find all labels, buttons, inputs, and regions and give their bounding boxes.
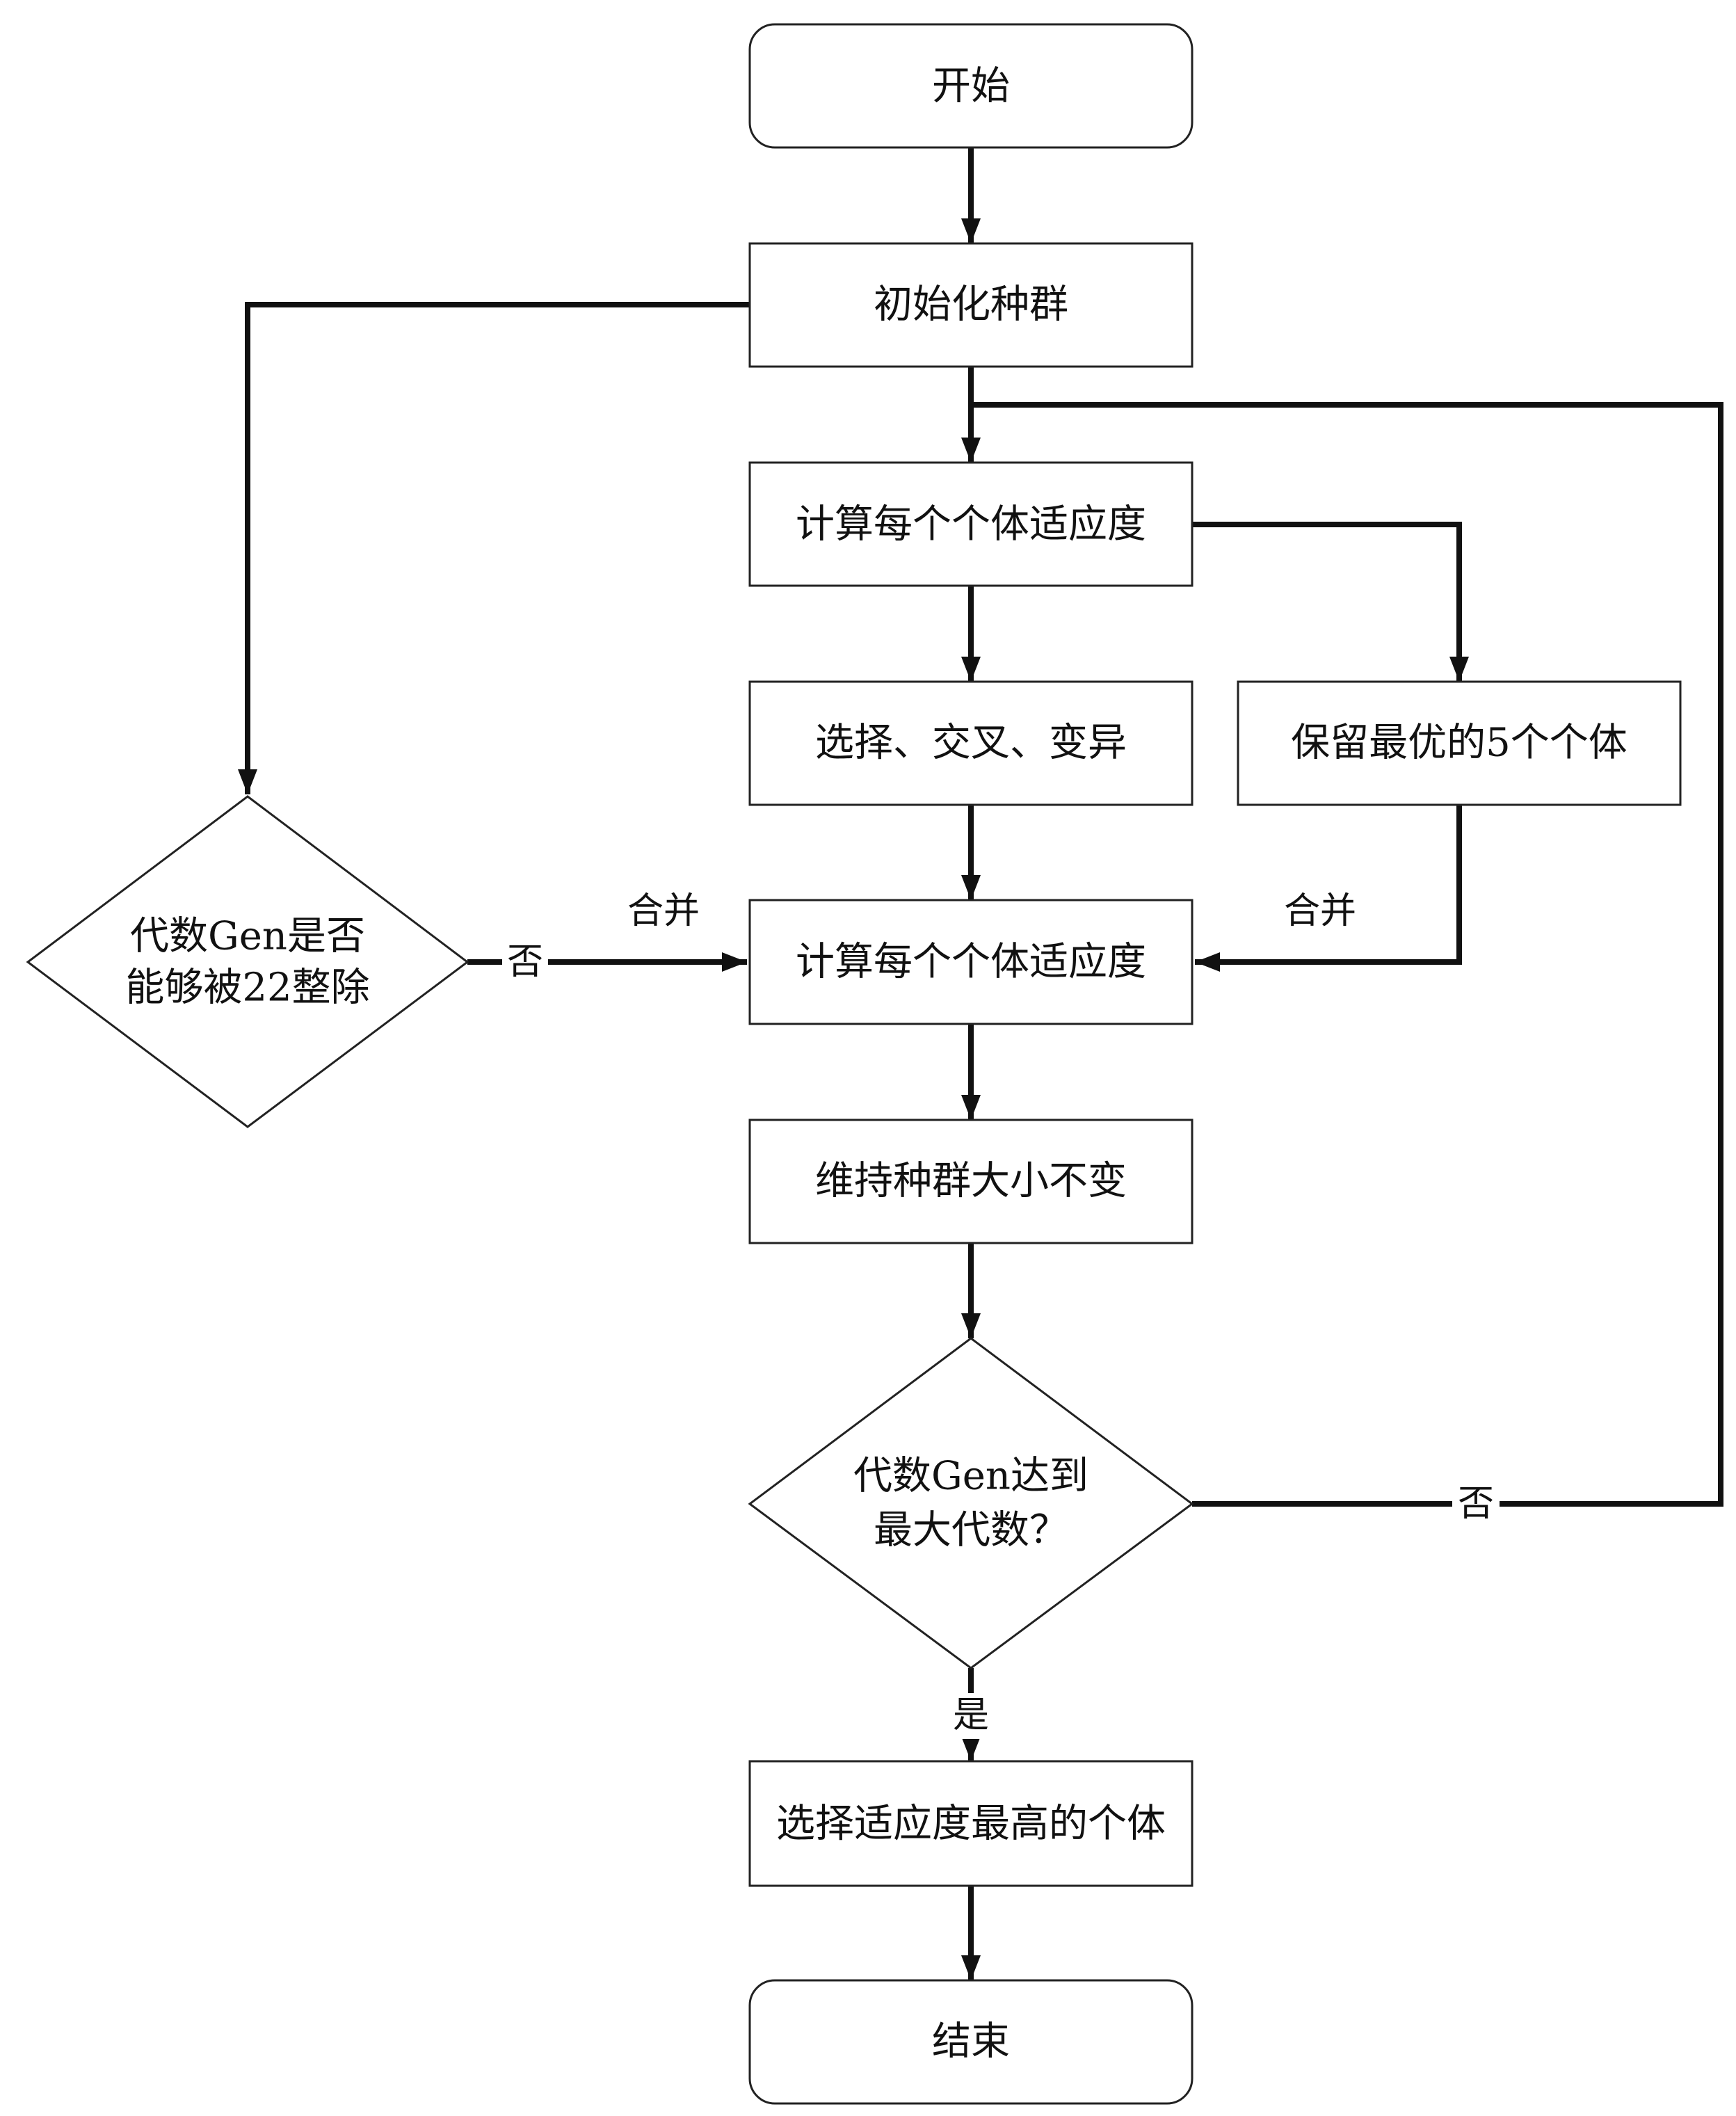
edge-label-merge-right: 合并 [1284,890,1356,932]
edge-label-no-max-gen: 否 [1458,1483,1494,1525]
node-keep-best-label: 保留最优的5个个体 [1291,721,1628,766]
edge-label-yes-max-gen: 是 [953,1694,989,1736]
node-start-label: 开始 [932,64,1010,109]
node-decision-max-gen-line2: 最大代数？ [874,1508,1068,1553]
node-select-best-label: 选择适应度最高的个体 [776,1802,1166,1847]
node-decision-max-gen: 代数Gen达到 最大代数？ [748,1337,1194,1669]
node-calc-fitness-1: 计算每个个体适应度 [748,461,1194,587]
node-calc-fitness-2: 计算每个个体适应度 [748,899,1194,1025]
node-end: 结束 [748,1979,1194,2105]
node-decision-gen22-line1: 代数Gen是否 [130,914,365,959]
arrow-init-to-gen22-decision [238,302,750,794]
edge-label-merge-left: 合并 [627,890,700,932]
node-decision-gen22: 代数Gen是否 能够被22整除 [26,795,469,1128]
node-select-best: 选择适应度最高的个体 [748,1760,1194,1887]
node-keep-size: 维持种群大小不变 [748,1119,1194,1244]
arrow-fitness1-to-keep-best [1192,522,1469,682]
edge-label-no-gen22: 否 [507,941,543,983]
node-keep-size-label: 维持种群大小不变 [815,1159,1127,1204]
node-init-population: 初始化种群 [748,242,1194,368]
node-decision-max-gen-line1: 代数Gen达到 [853,1454,1088,1499]
node-select-cross-mutate-label: 选择、交叉、变异 [815,721,1127,766]
node-select-cross-mutate: 选择、交叉、变异 [748,680,1194,806]
arrow-keep-best-to-fitness2 [1195,805,1462,972]
node-keep-best: 保留最优的5个个体 [1237,680,1682,806]
node-start: 开始 [748,23,1194,149]
node-end-label: 结束 [932,2019,1010,2065]
node-init-population-label: 初始化种群 [874,282,1068,328]
node-calc-fitness-1-label: 计算每个个体适应度 [796,502,1146,547]
node-decision-gen22-line2: 能够被22整除 [125,965,369,1011]
node-calc-fitness-2-label: 计算每个个体适应度 [796,940,1146,985]
